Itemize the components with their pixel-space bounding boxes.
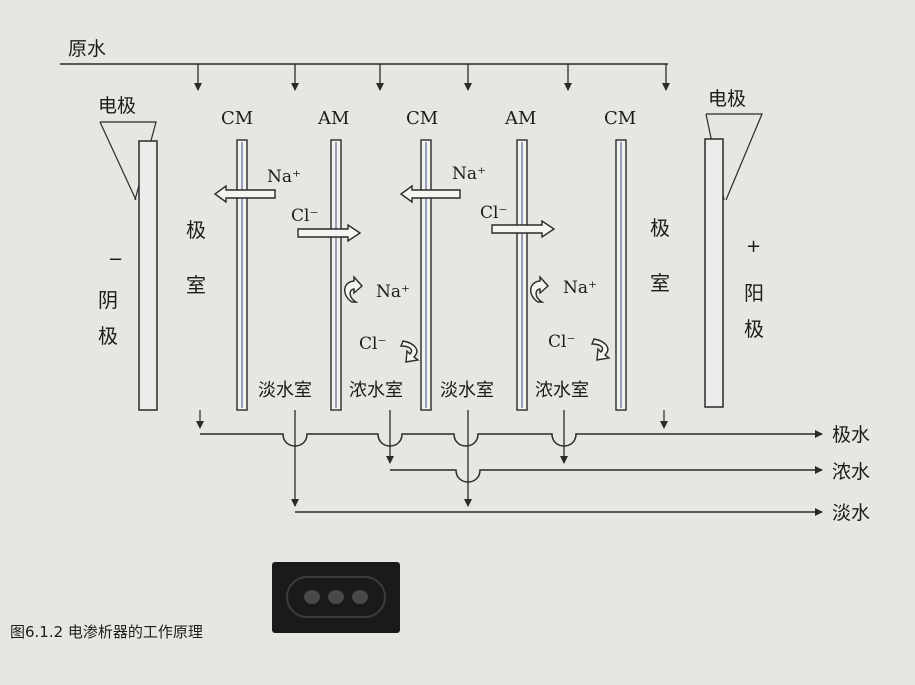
membrane-cm-3 <box>615 139 627 411</box>
ion-cl-1: Cl⁻ <box>291 206 318 226</box>
anode-label-2: 极 <box>744 317 764 341</box>
electrodialysis-diagram: 原水 电极 − 阴 极 电极 + 阳 极 极 室 极 室 <box>60 38 870 524</box>
concentrate-line <box>386 410 823 483</box>
chamber-label-4: 浓水室 <box>535 380 589 401</box>
output-label-polar: 极水 <box>832 424 870 446</box>
ion-cl-3: Cl⁻ <box>359 334 386 354</box>
anode-sign: + <box>746 236 761 257</box>
curved-arrow-icon <box>530 275 549 303</box>
curved-arrow-icon <box>344 275 363 303</box>
left-electrode <box>99 121 158 411</box>
chamber-label-1: 淡水室 <box>258 380 312 401</box>
outlet-drops <box>196 410 668 429</box>
ion-cl-4: Cl⁻ <box>548 332 575 352</box>
arrow-right-icon <box>491 219 556 239</box>
cathode-label-1: 阴 <box>98 288 118 312</box>
membrane-label-5: CM <box>604 108 636 129</box>
figure-caption: 图6.1.2 电渗析器的工作原理 <box>10 623 203 641</box>
right-chamber-label-1: 极 <box>650 216 670 240</box>
output-label-concentrate: 浓水 <box>832 461 870 483</box>
diluate-line <box>291 410 823 516</box>
right-chamber-label-2: 室 <box>650 271 670 295</box>
connector-device-icon <box>272 562 400 633</box>
left-chamber-label-2: 室 <box>186 273 206 297</box>
membrane-label-2: AM <box>317 108 349 129</box>
ion-na-3: Na⁺ <box>376 282 410 302</box>
membrane-label-1: CM <box>221 108 253 129</box>
chamber-label-2: 浓水室 <box>349 380 403 401</box>
raw-water-feed <box>60 63 670 91</box>
raw-water-label: 原水 <box>68 38 106 60</box>
anode-label-1: 阳 <box>744 281 764 305</box>
membrane-am-2 <box>516 139 528 411</box>
arrow-left-icon <box>213 184 276 204</box>
ion-cl-2: Cl⁻ <box>480 203 507 223</box>
left-electrode-label: 电极 <box>98 95 136 117</box>
ion-na-4: Na⁺ <box>563 278 597 298</box>
cathode-label-2: 极 <box>98 324 118 348</box>
output-label-diluate: 淡水 <box>832 502 870 524</box>
membrane-cm-1 <box>236 139 248 411</box>
left-chamber-label-1: 极 <box>186 218 206 242</box>
ion-na-1: Na⁺ <box>267 167 301 187</box>
curved-arrow-icon <box>399 340 420 363</box>
right-electrode-label: 电极 <box>708 88 746 110</box>
membrane-cm-2 <box>420 139 432 411</box>
arrow-left-icon <box>399 184 461 204</box>
chamber-label-3: 淡水室 <box>440 380 494 401</box>
curved-arrow-icon <box>590 338 611 361</box>
cathode-sign: − <box>108 249 123 270</box>
membrane-label-3: CM <box>406 108 438 129</box>
ion-na-2: Na⁺ <box>452 164 486 184</box>
polar-water-line <box>200 430 823 447</box>
membrane-am-1 <box>330 139 342 411</box>
membrane-label-4: AM <box>504 108 536 129</box>
arrow-right-icon <box>297 223 362 243</box>
right-electrode <box>704 113 763 408</box>
